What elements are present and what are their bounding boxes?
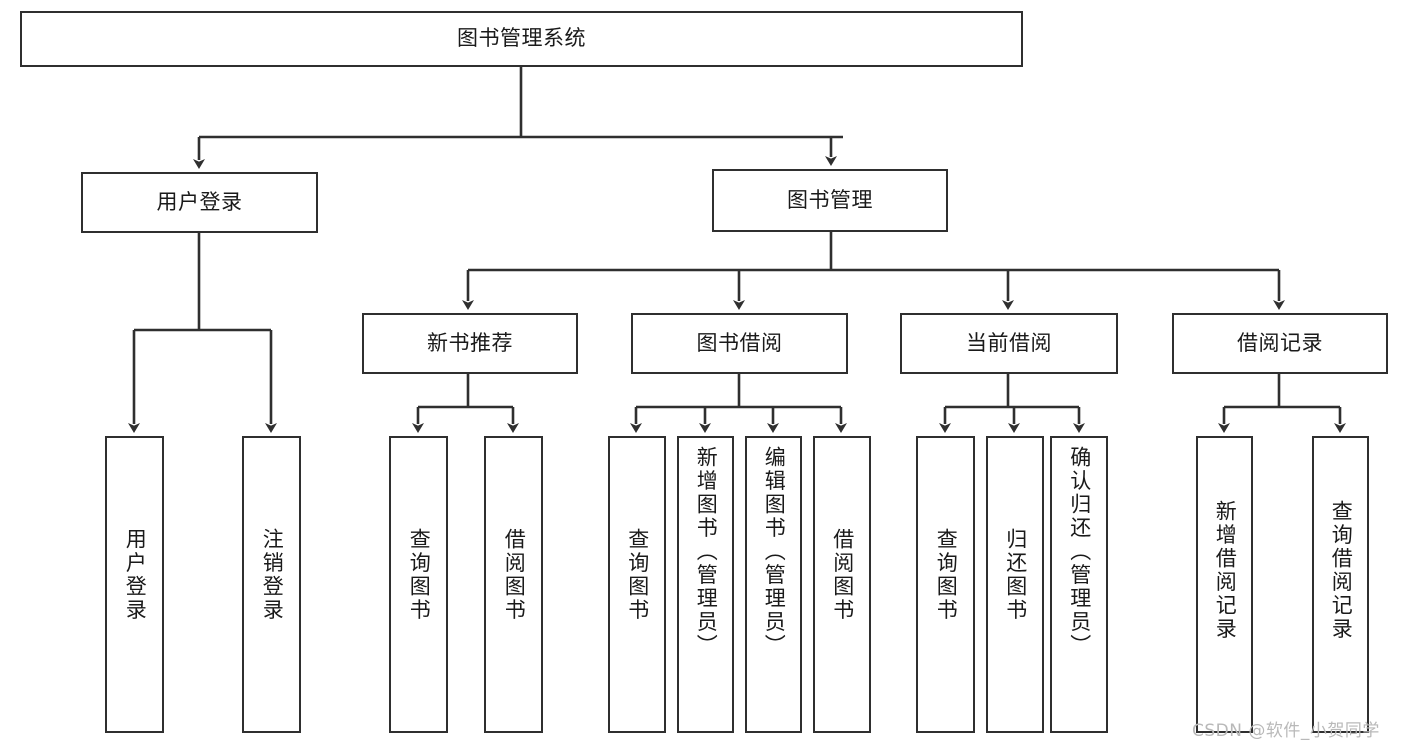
- node-user-login[interactable]: 用户登录: [81, 172, 318, 233]
- node-leaf-query-book-3-label: 查询图书: [934, 528, 959, 622]
- node-leaf-query-book-1-label: 查询图书: [407, 528, 432, 622]
- node-leaf-borrow-book-2[interactable]: 借阅图书: [813, 436, 871, 733]
- node-current-borrow-label: 当前借阅: [966, 330, 1052, 355]
- node-root-system-label: 图书管理系统: [457, 26, 586, 51]
- node-leaf-user-login-label: 用户登录: [123, 528, 148, 622]
- node-leaf-return-book[interactable]: 归还图书: [986, 436, 1044, 733]
- node-leaf-query-book-2[interactable]: 查询图书: [608, 436, 666, 733]
- node-leaf-logout[interactable]: 注销登录: [242, 436, 301, 733]
- node-leaf-add-record-label: 新增借阅记录: [1213, 500, 1238, 641]
- node-leaf-borrow-book-2-label: 借阅图书: [830, 528, 855, 622]
- node-root-system[interactable]: 图书管理系统: [20, 11, 1023, 67]
- node-leaf-add-record[interactable]: 新增借阅记录: [1196, 436, 1253, 733]
- node-borrow-record-label: 借阅记录: [1237, 330, 1323, 355]
- node-new-book-recommend-label: 新书推荐: [427, 330, 513, 355]
- node-leaf-borrow-book-1[interactable]: 借阅图书: [484, 436, 543, 733]
- node-leaf-borrow-book-1-label: 借阅图书: [502, 528, 527, 622]
- node-current-borrow[interactable]: 当前借阅: [900, 313, 1118, 374]
- node-leaf-confirm-return[interactable]: 确认归还（管理员）: [1050, 436, 1108, 733]
- node-leaf-confirm-return-label: 确认归还（管理员）: [1067, 446, 1092, 658]
- node-leaf-query-record[interactable]: 查询借阅记录: [1312, 436, 1369, 733]
- node-user-login-label: 用户登录: [156, 189, 243, 214]
- node-leaf-query-record-label: 查询借阅记录: [1329, 500, 1354, 641]
- node-leaf-edit-book-label: 编辑图书（管理员）: [762, 446, 787, 658]
- node-leaf-logout-label: 注销登录: [260, 528, 285, 622]
- node-book-manage-label: 图书管理: [787, 187, 873, 212]
- node-leaf-user-login[interactable]: 用户登录: [105, 436, 164, 733]
- node-borrow-record[interactable]: 借阅记录: [1172, 313, 1388, 374]
- node-leaf-add-book[interactable]: 新增图书（管理员）: [677, 436, 734, 733]
- node-book-borrow[interactable]: 图书借阅: [631, 313, 848, 374]
- csdn-watermark: CSDN @软件_小贺同学: [1192, 721, 1380, 741]
- node-book-borrow-label: 图书借阅: [696, 330, 783, 355]
- node-leaf-query-book-2-label: 查询图书: [625, 528, 650, 622]
- node-new-book-recommend[interactable]: 新书推荐: [362, 313, 578, 374]
- node-leaf-add-book-label: 新增图书（管理员）: [694, 446, 719, 658]
- node-book-manage[interactable]: 图书管理: [712, 169, 948, 232]
- node-leaf-query-book-1[interactable]: 查询图书: [389, 436, 448, 733]
- node-leaf-edit-book[interactable]: 编辑图书（管理员）: [745, 436, 802, 733]
- node-leaf-return-book-label: 归还图书: [1003, 528, 1028, 622]
- node-leaf-query-book-3[interactable]: 查询图书: [916, 436, 975, 733]
